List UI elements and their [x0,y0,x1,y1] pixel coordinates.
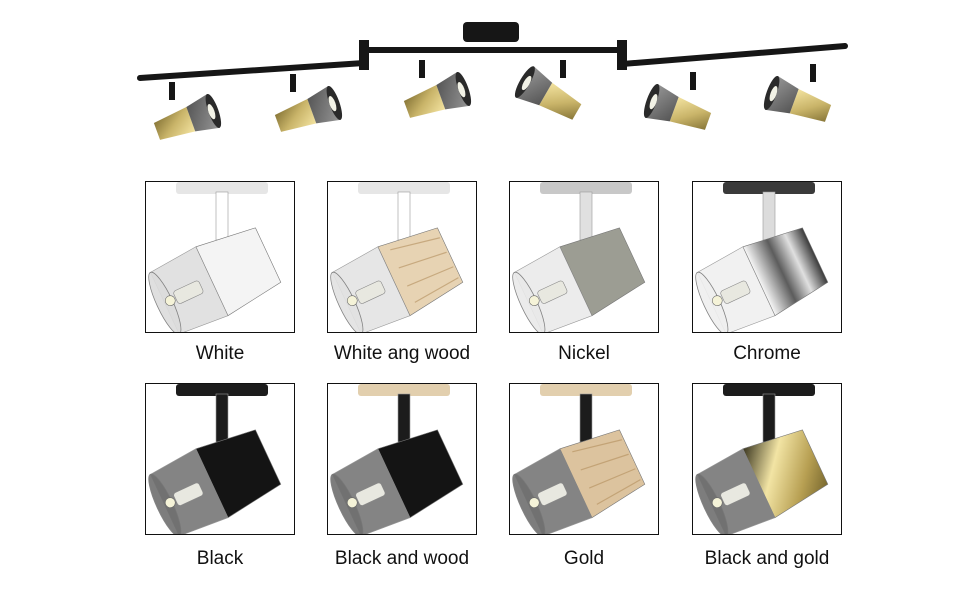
variant-tile[interactable] [327,383,477,535]
variant-tile[interactable] [327,181,477,333]
ceiling-canopy [463,22,519,42]
variant-tile[interactable] [692,383,842,535]
stem [579,191,593,241]
variant-tile[interactable] [145,383,295,535]
variant-tile[interactable] [692,181,842,333]
variant-label: Chrome [733,343,801,364]
mount-plate [723,384,815,396]
variant-label: Black and wood [334,548,470,569]
mount-plate [540,182,632,194]
mount-plate [176,182,268,194]
spotlight-head [514,60,582,120]
mount-plate [358,182,450,194]
stem [215,191,229,241]
variant-tile[interactable] [145,181,295,333]
bar-left [137,60,367,81]
variant-label: Black and gold [704,548,830,569]
mount-plate [723,182,815,194]
stem [762,191,776,241]
spotlight-head [153,82,222,140]
variant-tile[interactable] [509,383,659,535]
bar-right [619,43,848,67]
stem [762,393,776,443]
spotlight-head [274,74,343,132]
variant-label: Black [196,548,244,569]
mount-plate [176,384,268,396]
spotlight-head [763,64,832,122]
stem [579,393,593,443]
spotlight-head [643,72,712,130]
variant-label: White [195,343,245,364]
stem [215,393,229,443]
variant-label: Nickel [558,343,610,364]
variant-tile[interactable] [509,181,659,333]
variant-label: Gold [563,548,605,569]
mount-plate [358,384,450,396]
spotlight-head [403,60,472,118]
stem [397,393,411,443]
stem [397,191,411,241]
variant-label: White ang wood [333,343,471,364]
mount-plate [540,384,632,396]
track-light-fixture-illustration [137,22,848,140]
